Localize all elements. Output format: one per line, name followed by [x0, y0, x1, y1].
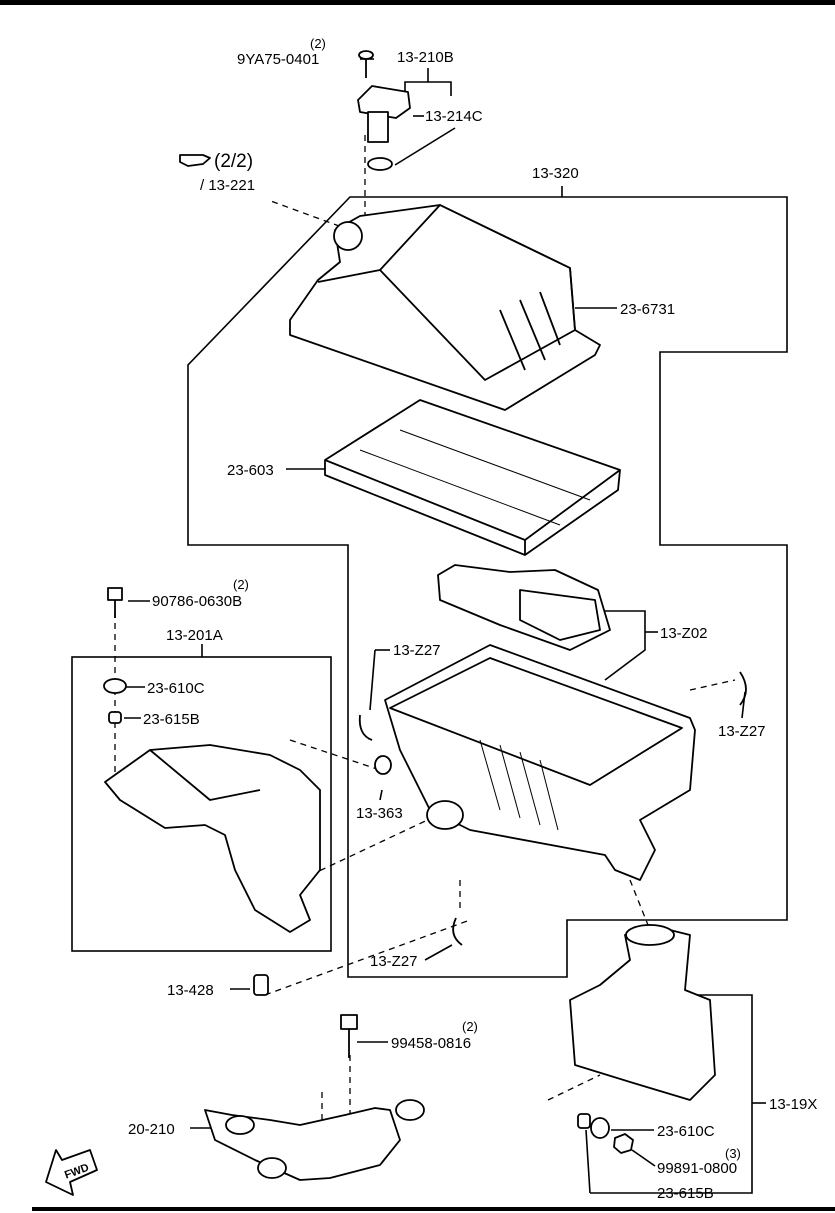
pointing-hand-icon — [179, 154, 211, 167]
label-13-z27-right: 13-Z27 — [718, 723, 766, 740]
qty-99458: (2) — [462, 1019, 478, 1034]
air-filter-element-icon — [324, 399, 621, 556]
label-99891-0800: 99891-0800 — [657, 1160, 737, 1177]
label-13-214c: 13-214C — [425, 108, 483, 125]
insulator-23-610c-icon — [103, 678, 127, 694]
bracket-20-210-icon — [204, 1099, 425, 1181]
label-13-z27-bottom: 13-Z27 — [370, 953, 418, 970]
label-23-6731: 23-6731 — [620, 301, 675, 318]
qty-90786: (2) — [233, 577, 249, 592]
group-outline-13-320 — [187, 186, 788, 978]
label-23-615b-left: 23-615B — [143, 711, 200, 728]
nut-99891-icon — [613, 1133, 634, 1154]
resonator-insert-icon — [437, 564, 611, 651]
label-13-320: 13-320 — [532, 165, 579, 182]
label-23-610c-right: 23-610C — [657, 1123, 715, 1140]
grommet-13-363-icon — [374, 755, 392, 775]
label-13-z27-top: 13-Z27 — [393, 642, 441, 659]
label-13-210b: 13-210B — [397, 49, 454, 66]
label-13-363: 13-363 — [356, 805, 403, 822]
clip-13-z27-icon — [358, 671, 747, 946]
label-9ya75-0401: 9YA75-0401 — [237, 51, 319, 68]
resonator-chamber-icon — [569, 924, 716, 1101]
bushing-13-428-icon — [253, 974, 269, 996]
bolt-99458-icon — [340, 1014, 358, 1058]
bolt-90786-icon — [107, 587, 123, 618]
top-border — [0, 0, 835, 5]
collar-23-615b-right-icon — [577, 1113, 591, 1129]
collar-23-615b-icon — [108, 711, 122, 724]
air-duct-icon — [104, 744, 321, 933]
label-99458-0816: 99458-0816 — [391, 1035, 471, 1052]
screw-9ya75-icon — [358, 50, 374, 78]
qty-9ya75: (2) — [310, 36, 326, 51]
fwd-arrow-icon — [45, 1149, 98, 1196]
label-13-z02: 13-Z02 — [660, 625, 708, 642]
label-13-201a: 13-201A — [166, 627, 223, 644]
qty-99891: (3) — [725, 1146, 741, 1161]
air-cleaner-case-icon — [384, 644, 696, 881]
label-23-610c-left: 23-610C — [147, 680, 205, 697]
label-90786-0630b: 90786-0630B — [152, 593, 242, 610]
label-13-428: 13-428 — [167, 982, 214, 999]
label-13-19x: 13-19X — [769, 1096, 817, 1113]
label-13-221: / 13-221 — [200, 177, 255, 194]
label-23-615b-right: 23-615B — [657, 1185, 714, 1202]
label-ref-page: (2/2) — [214, 151, 253, 172]
label-23-603: 23-603 — [227, 462, 274, 479]
group-bracket-13-19x — [590, 994, 753, 1194]
airflow-sensor-icon — [357, 85, 411, 171]
label-20-210: 20-210 — [128, 1121, 175, 1138]
insulator-23-610c-right-icon — [590, 1117, 610, 1139]
air-cleaner-cover-icon — [289, 204, 601, 411]
bottom-border — [32, 1207, 835, 1211]
